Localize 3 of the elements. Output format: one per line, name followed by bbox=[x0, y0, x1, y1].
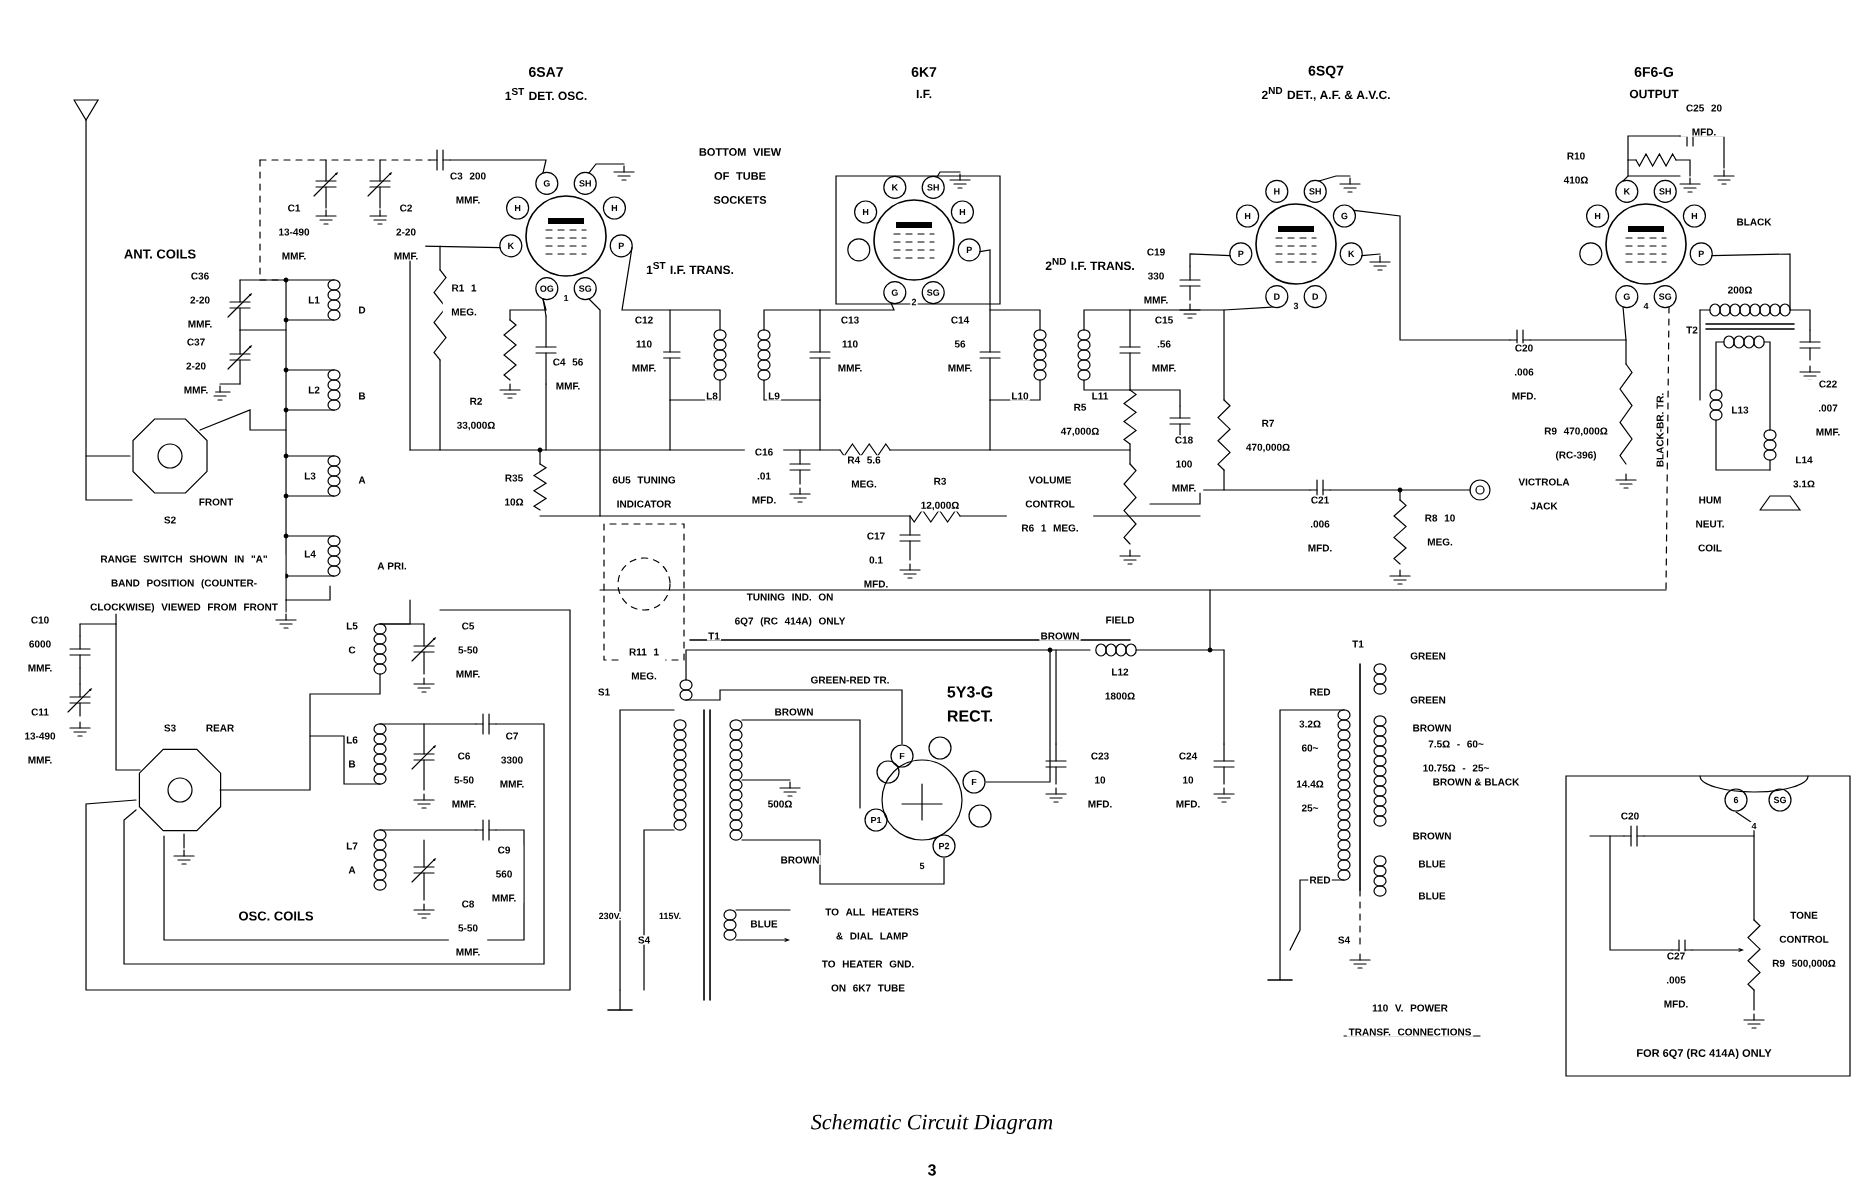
tube-label: 5Y3-G RECT. bbox=[932, 685, 1008, 723]
page-number: 3 bbox=[926, 1163, 938, 1177]
caption: Schematic Circuit Diagram bbox=[811, 1114, 1053, 1134]
